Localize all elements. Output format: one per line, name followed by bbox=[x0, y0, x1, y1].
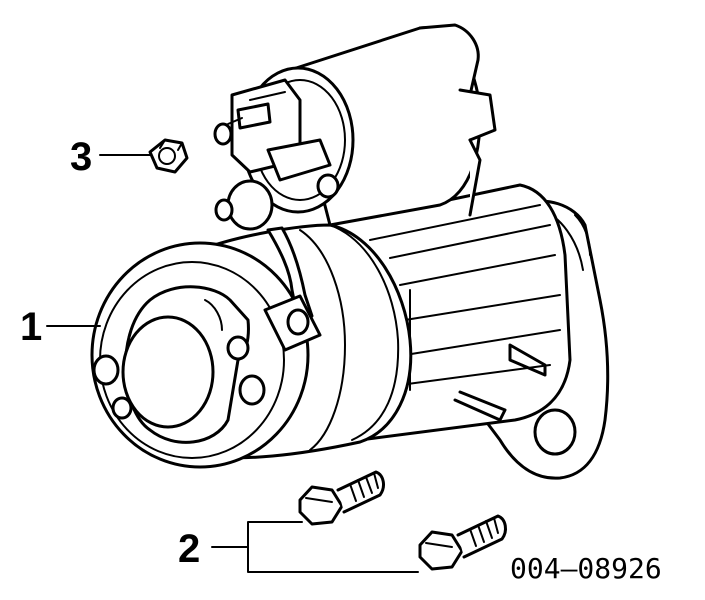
field-strap bbox=[263, 226, 322, 352]
drawing-code: 004–08926 bbox=[510, 552, 662, 585]
leader-bracket-2 bbox=[211, 521, 419, 573]
callout-1: 1 bbox=[20, 305, 42, 349]
solenoid bbox=[213, 23, 497, 231]
through-bolt-icon bbox=[92, 335, 266, 420]
terminal-nut[interactable] bbox=[148, 138, 189, 174]
callout-2: 2 bbox=[178, 527, 200, 571]
end-cover bbox=[90, 241, 310, 469]
mounting-bolt-upper[interactable] bbox=[298, 470, 385, 526]
starter-motor[interactable] bbox=[90, 23, 610, 480]
leader-lines bbox=[46, 154, 419, 573]
mounting-bolt-lower[interactable] bbox=[418, 514, 507, 571]
callout-3: 3 bbox=[70, 135, 92, 179]
